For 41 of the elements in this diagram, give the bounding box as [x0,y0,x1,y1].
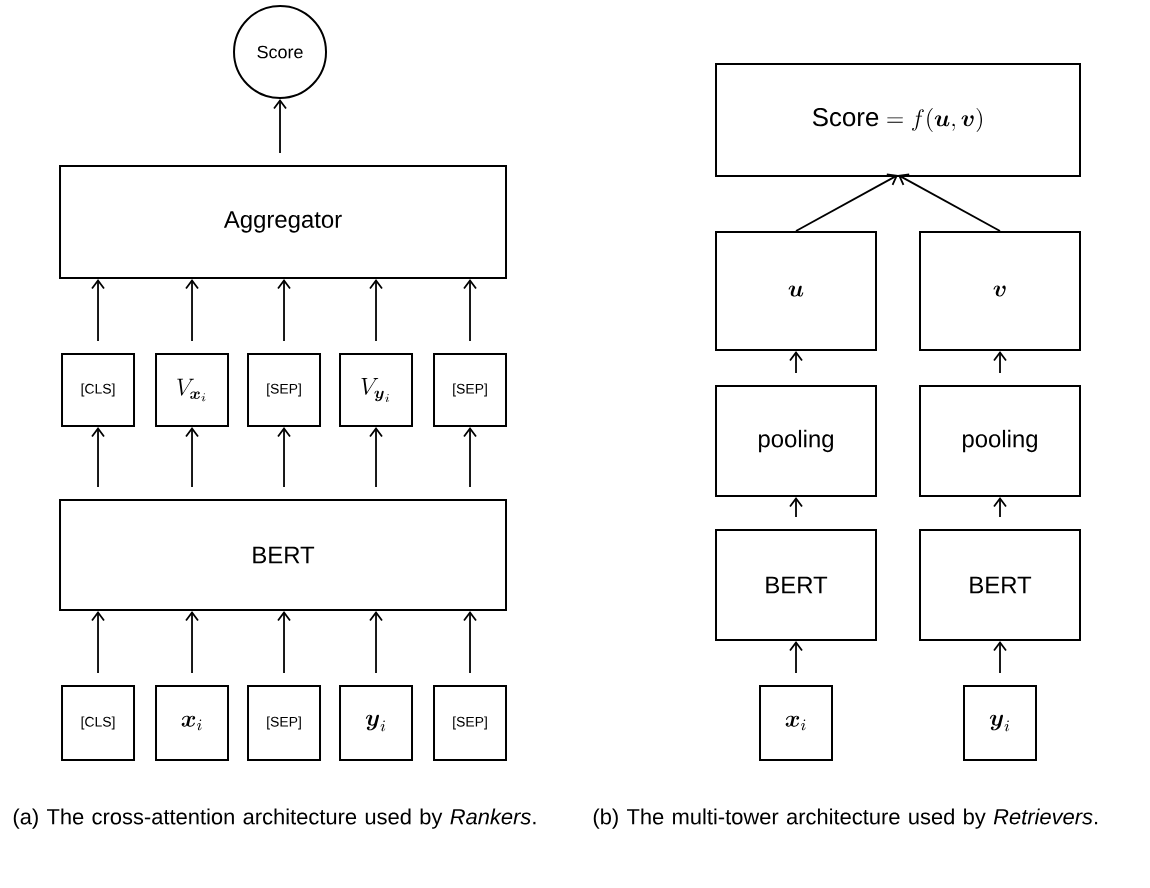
arrow [369,611,383,674]
arrow [185,427,199,488]
arrow [993,641,1007,674]
encoder-box: BERT [59,499,507,611]
arrow [463,611,477,674]
arrow [277,427,291,488]
arrow [463,279,477,342]
score-function-box: $\text{Score} = f(\boldsymbol{u},\boldsymbol{v})$ [715,63,1081,177]
token-box: $\boldsymbol{x}_i$ [155,685,229,761]
arrow [789,641,803,674]
arrow [993,351,1007,374]
arrow [91,427,105,488]
arrow [91,611,105,674]
arrow [185,611,199,674]
encoder-box: BERT [715,529,877,641]
token-box: $\boldsymbol{y}_i$ [963,685,1037,761]
vector-box: $\boldsymbol{v}$ [919,231,1081,351]
caption: (a) The cross-attention architecture used by Rankers. [13,808,536,829]
vector-box: $\boldsymbol{u}$ [715,231,877,351]
arrow [993,497,1007,518]
arrow [277,279,291,342]
arrow [789,351,803,374]
arrow [369,427,383,488]
arrow [277,611,291,674]
encoder-box: BERT [919,529,1081,641]
token-box: $\boldsymbol{x}_i$ [759,685,833,761]
arrow [795,173,898,232]
arrow [789,497,803,518]
arrow [185,279,199,342]
arrow [898,173,1001,232]
token-box: $V_{\boldsymbol{x}_i}$ [155,353,229,427]
arrow [369,279,383,342]
pooling-box: pooling [715,385,877,497]
arrow [91,279,105,342]
token-box: $\boldsymbol{y}_i$ [339,685,413,761]
arrow [463,427,477,488]
arrow [273,99,287,154]
pooling-box: pooling [919,385,1081,497]
aggregator-box: Aggregator [59,165,507,279]
token-box: $V_{\boldsymbol{y}_i}$ [339,353,413,427]
caption: (b) The multi-tower architecture used by Retrievers. [593,808,1098,829]
